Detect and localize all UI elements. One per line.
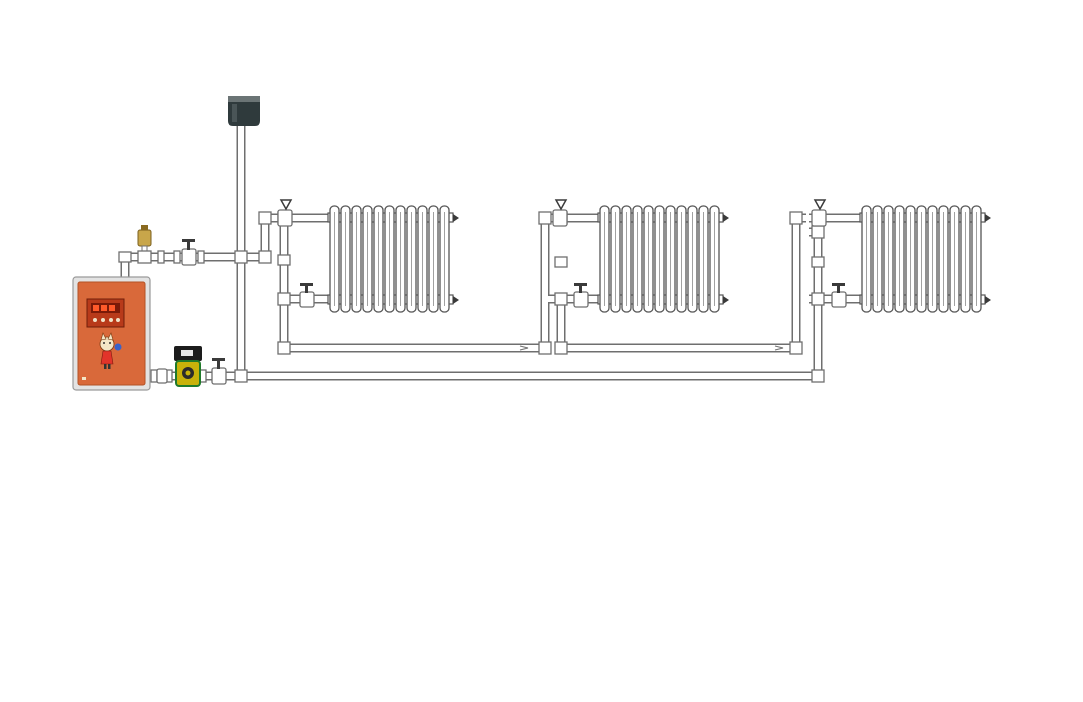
radiator-section <box>329 205 340 313</box>
radiator-3 <box>859 205 991 313</box>
radiator-section <box>373 205 384 313</box>
radiator-section <box>340 205 351 313</box>
radiator-section <box>938 205 949 313</box>
radiator-section <box>599 205 610 313</box>
radiator-section <box>698 205 709 313</box>
radiator-section <box>894 205 905 313</box>
radiator-section <box>428 205 439 313</box>
valves <box>156 199 847 385</box>
supply-valve-icon <box>181 239 197 266</box>
radiator-2-bottom-valve-icon <box>573 283 589 308</box>
expansion-tank <box>228 96 260 126</box>
radiator-section <box>927 205 938 313</box>
boiler-return-valve-icon <box>156 368 168 384</box>
radiator-section <box>351 205 362 313</box>
radiator-section <box>417 205 428 313</box>
radiator-section <box>905 205 916 313</box>
radiator-section <box>676 205 687 313</box>
radiator-1-bottom-valve-icon <box>299 283 315 308</box>
radiator-plug-icon <box>723 214 729 222</box>
radiator-section <box>654 205 665 313</box>
radiator-section <box>861 205 872 313</box>
radiator-3-bottom-valve-icon <box>831 283 847 308</box>
circulation-pump <box>174 346 202 387</box>
radiator-plug-icon <box>453 214 459 222</box>
radiator-section <box>971 205 982 313</box>
radiator-1 <box>327 205 459 313</box>
radiator-section <box>406 205 417 313</box>
boiler <box>72 276 151 391</box>
radiator-3-top-valve-icon <box>811 199 827 227</box>
boiler-control-panel <box>86 298 125 328</box>
air-vent <box>137 225 152 264</box>
radiator-section <box>362 205 373 313</box>
radiator-section <box>439 205 450 313</box>
radiator-plug-icon <box>985 296 991 304</box>
radiator-section <box>960 205 971 313</box>
radiator-section <box>632 205 643 313</box>
radiator-section <box>665 205 676 313</box>
pipe-network <box>118 120 862 383</box>
radiator-plug-icon <box>453 296 459 304</box>
radiator-section <box>709 205 720 313</box>
radiator-section <box>872 205 883 313</box>
radiator-section <box>916 205 927 313</box>
radiator-1-top-valve-icon <box>277 199 293 227</box>
radiator-section <box>384 205 395 313</box>
radiator-section <box>610 205 621 313</box>
radiator-plug-icon <box>985 214 991 222</box>
radiator-section <box>395 205 406 313</box>
radiator-plug-icon <box>723 296 729 304</box>
radiator-section <box>643 205 654 313</box>
radiator-2 <box>597 205 729 313</box>
radiator-section <box>687 205 698 313</box>
return-valve-icon <box>211 358 227 385</box>
radiator-section <box>883 205 894 313</box>
radiator-section <box>949 205 960 313</box>
boiler-mascot-logo <box>99 332 122 369</box>
radiator-2-top-valve-icon <box>552 199 568 227</box>
radiator-section <box>621 205 632 313</box>
